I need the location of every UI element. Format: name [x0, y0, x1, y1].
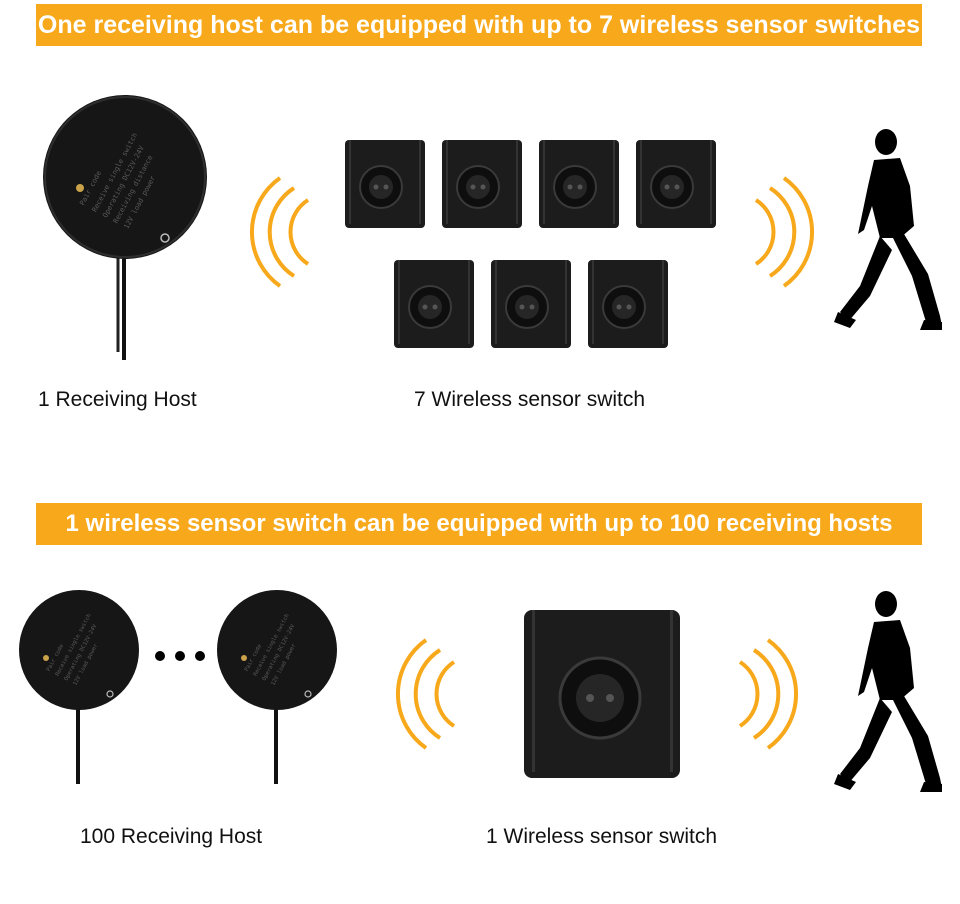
receiving-host-icon: Pair code Receive single switch Operatin…: [217, 590, 337, 784]
signal-wave-icon: [250, 176, 310, 288]
signal-wave-icon: [754, 176, 814, 288]
walking-person-icon: [834, 591, 942, 792]
signal-wave-icon: [396, 638, 456, 750]
section2-switch-label: 1 Wireless sensor switch: [486, 825, 718, 848]
receiving-host-icon: Pair code Receive single switch Operatin…: [43, 95, 207, 360]
walking-person-icon: [834, 129, 942, 330]
sensor-switch-icon: [524, 610, 680, 778]
section2-banner: 1 wireless sensor switch can be equipped…: [36, 503, 922, 545]
section1-switch-label: 7 Wireless sensor switch: [414, 388, 646, 411]
sensor-switch-group: [344, 139, 717, 349]
section2-host-label: 100 Receiving Host: [80, 825, 263, 848]
section1-host-label: 1 Receiving Host: [38, 388, 197, 411]
ellipsis-dots: [155, 651, 205, 661]
section1-banner: One receiving host can be equipped with …: [36, 4, 922, 46]
receiving-host-icon: Pair code Receive single switch Operatin…: [19, 590, 139, 784]
signal-wave-icon: [738, 638, 798, 750]
